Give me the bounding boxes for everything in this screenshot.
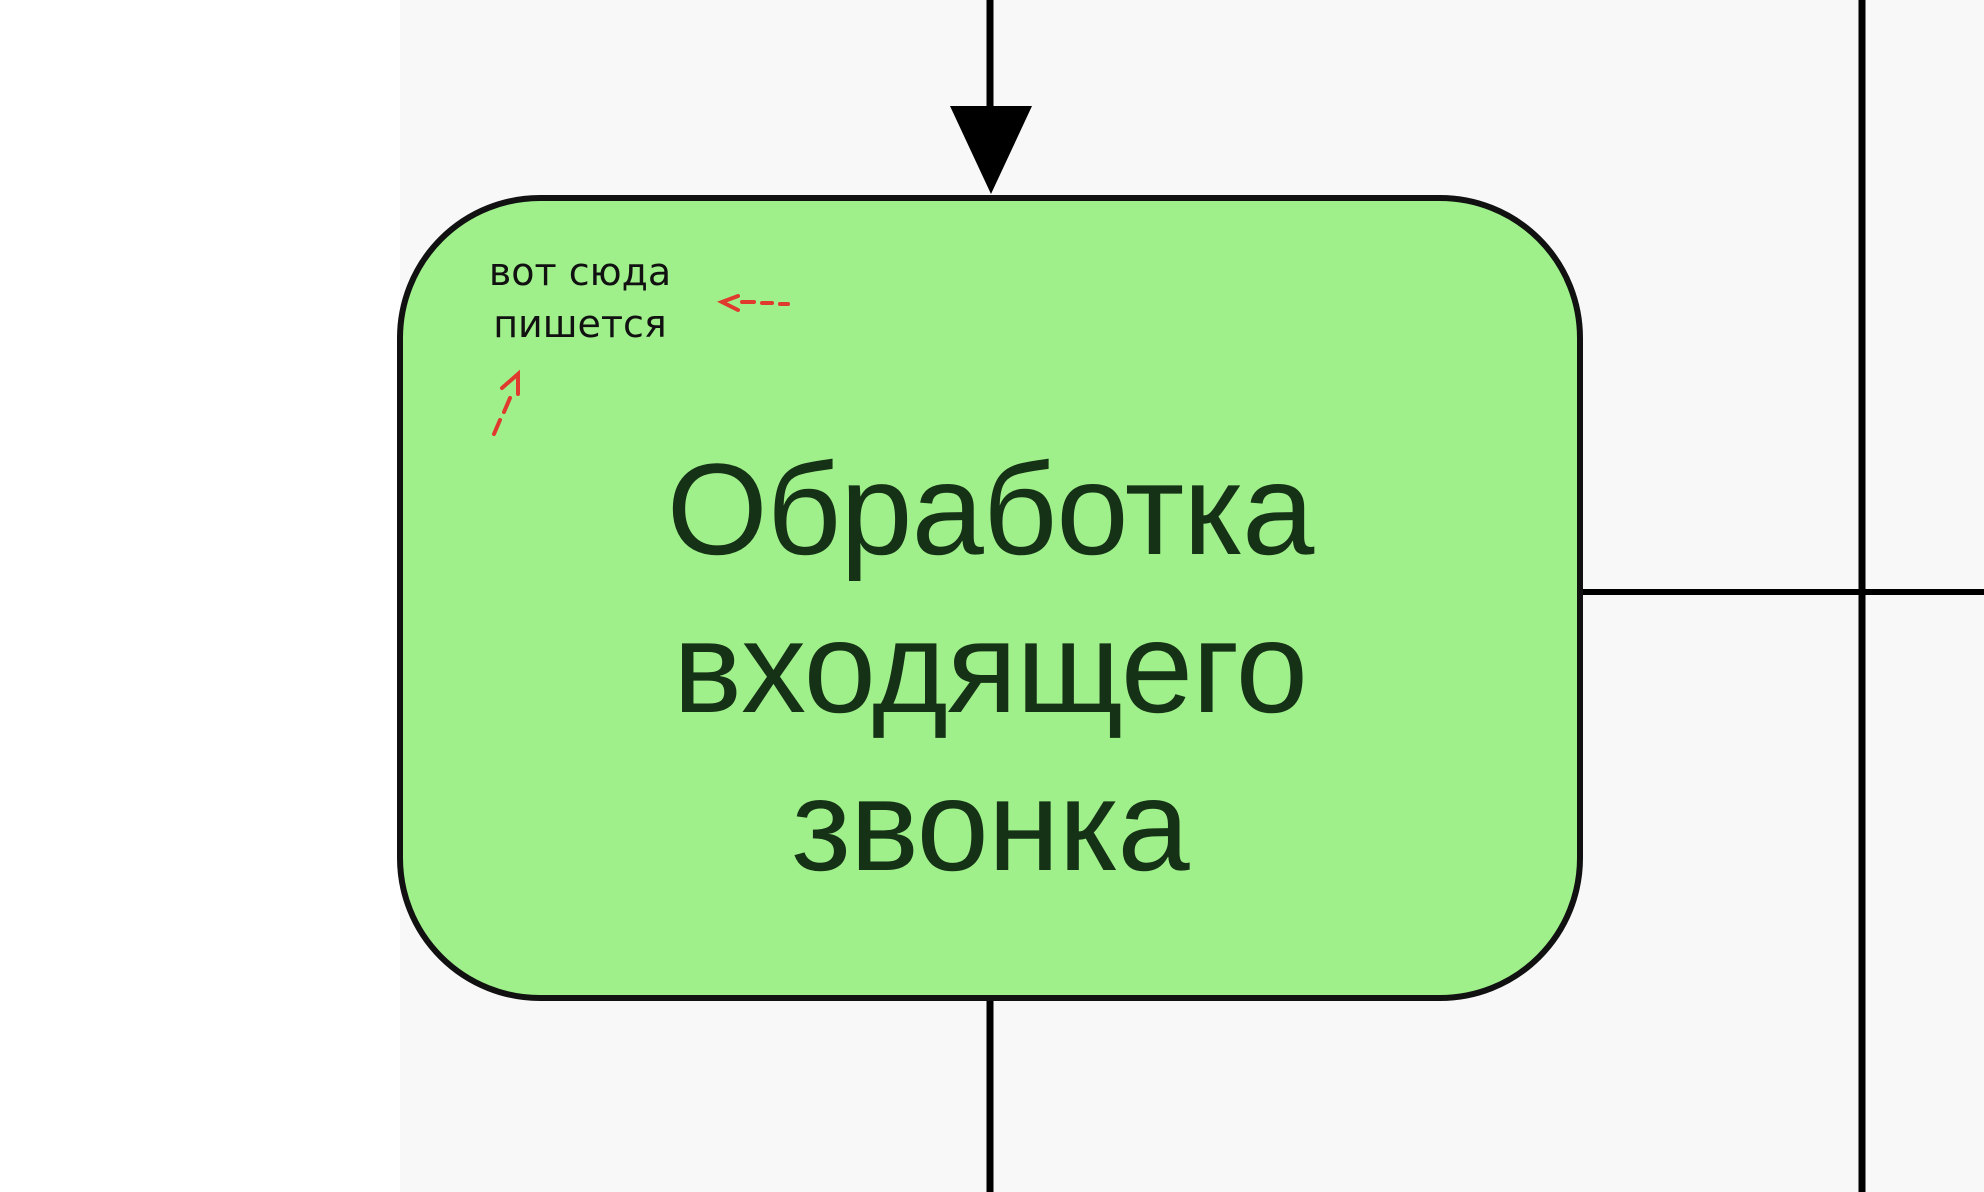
incoming-arrowhead-icon xyxy=(950,106,1032,194)
left-margin xyxy=(0,0,400,1192)
annotation-line-1: вот сюда xyxy=(488,250,672,294)
annotation-text: вот сюда пишется xyxy=(460,246,700,350)
annotation-line-2: пишется xyxy=(493,302,667,346)
process-label-line-3: звонка xyxy=(791,752,1189,898)
annotation-arrow-left-icon xyxy=(717,294,790,312)
process-node[interactable] xyxy=(397,195,1583,1001)
process-label-line-2: входящего xyxy=(673,594,1308,740)
process-label-line-1: Обработка xyxy=(666,436,1315,582)
process-node-label: Обработка входящего звонка xyxy=(540,430,1440,904)
annotation-arrow-up-icon xyxy=(492,369,520,436)
